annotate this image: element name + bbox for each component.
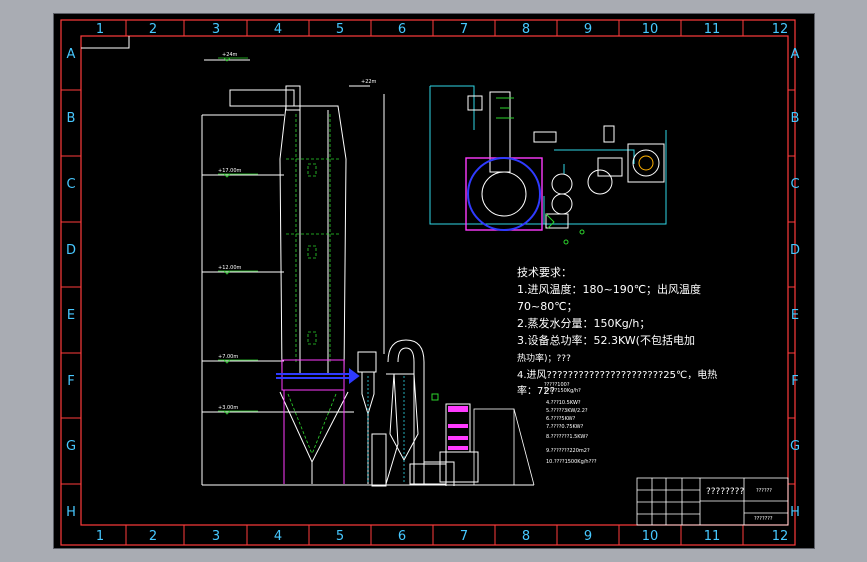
row-label-left-B: B — [67, 111, 76, 126]
tech-note-line-16: 10.????1500Kg/h??? — [546, 459, 597, 465]
row-label-left-G: G — [66, 439, 76, 454]
tech-note-line-15: 9.???????220m2? — [546, 448, 590, 454]
col-label-top-11: 11 — [704, 22, 721, 37]
col-label-bottom-2: 2 — [149, 529, 157, 544]
row-label-right-C: C — [790, 177, 799, 192]
col-label-bottom-8: 8 — [522, 529, 530, 544]
row-label-left-H: H — [66, 505, 76, 520]
col-label-bottom-12: 12 — [772, 529, 789, 544]
elevation-label-7m: +7.00m — [218, 354, 238, 360]
col-label-bottom-10: 10 — [642, 529, 659, 544]
col-label-bottom-6: 6 — [398, 529, 406, 544]
row-label-right-A: A — [791, 47, 800, 62]
tech-note-line-11: 5.?????3KW/2.2? — [546, 408, 588, 414]
grid-ticks — [61, 20, 795, 545]
row-label-left-A: A — [67, 47, 76, 62]
col-label-top-2: 2 — [149, 22, 157, 37]
elevation-label-3m: +3.00m — [218, 405, 238, 411]
col-label-top-4: 4 — [274, 22, 282, 37]
col-label-bottom-11: 11 — [704, 529, 721, 544]
col-label-top-9: 9 — [584, 22, 592, 37]
title-block — [636, 477, 789, 526]
col-label-bottom-7: 7 — [460, 529, 468, 544]
drawing-canvas: 1 2 3 4 5 6 7 8 9 10 11 12 1 2 3 4 5 6 7… — [60, 19, 800, 546]
drying-tower-elevation: +24m +22m +17.00m +12.00m +7.00m +3.00m — [201, 52, 534, 486]
col-label-top-10: 10 — [642, 22, 659, 37]
row-label-left-F: F — [67, 374, 74, 389]
row-label-right-F: F — [791, 374, 798, 389]
row-label-left-C: C — [66, 177, 75, 192]
plan-view — [429, 85, 667, 245]
tech-note-line-9: ?????150Kg/h? — [544, 388, 581, 394]
tech-note-line-14: 8.???????1.5KW? — [546, 434, 588, 440]
col-label-top-1: 1 — [96, 22, 104, 37]
col-label-top-12: 12 — [772, 22, 789, 37]
hot-air-duct — [276, 368, 360, 384]
tech-note-line-12: 6.????5KW? — [546, 416, 576, 422]
drawing-frame — [60, 19, 796, 546]
tech-note-line-6: 4.进风??????????????????????25℃，电热 — [517, 368, 717, 381]
tech-notes-heading: 技术要求： — [517, 266, 572, 279]
cyclone-separators — [357, 339, 455, 487]
tower-internal — [286, 114, 340, 455]
revision-tab — [81, 36, 130, 49]
tech-note-line-10: 4.???10.5KW? — [546, 400, 581, 406]
grid-column-labels: 1 2 3 4 5 6 7 8 9 10 11 12 1 2 3 4 5 6 7… — [96, 22, 788, 544]
row-label-left-E: E — [67, 308, 75, 323]
cad-viewport[interactable]: 1 2 3 4 5 6 7 8 9 10 11 12 1 2 3 4 5 6 7… — [54, 14, 814, 548]
grid-row-labels: A B C D E F G H A B C D E F G H — [66, 47, 800, 520]
technical-notes: 技术要求： 1.进风温度：180~190℃；出风温度 70~80℃； 2.蒸发水… — [517, 266, 717, 465]
col-label-bottom-5: 5 — [336, 529, 344, 544]
elevation-label-22m: +22m — [361, 79, 377, 85]
title-block-drawing-no: ?????? — [756, 488, 772, 494]
row-label-right-H: H — [790, 505, 800, 520]
plan-equipment — [467, 91, 665, 183]
col-label-bottom-4: 4 — [274, 529, 282, 544]
wet-scrubber — [431, 393, 535, 486]
col-label-top-3: 3 — [212, 22, 220, 37]
elevation-label-12m: +12.00m — [218, 265, 242, 271]
col-label-bottom-3: 3 — [212, 529, 220, 544]
elevation-label-17m: +17.00m — [218, 168, 242, 174]
tech-note-line-8: ?????100? — [544, 382, 570, 388]
spray-tower — [229, 85, 349, 484]
title-block-scale: ??????? — [754, 516, 773, 522]
tech-note-line-7: 率：72? — [517, 384, 555, 397]
title-block-title: ???????? — [706, 487, 744, 497]
row-label-right-G: G — [790, 439, 800, 454]
tech-note-line-4: 3.设备总功率：52.3KW(不包括电加 — [517, 333, 695, 347]
tech-note-line-3: 2.蒸发水分量：150Kg/h； — [517, 316, 650, 330]
col-label-top-6: 6 — [398, 22, 406, 37]
col-label-bottom-1: 1 — [96, 529, 104, 544]
col-label-bottom-9: 9 — [584, 529, 592, 544]
tech-note-line-2: 70~80℃； — [517, 300, 578, 313]
col-label-top-7: 7 — [460, 22, 468, 37]
row-label-right-B: B — [791, 111, 800, 126]
plan-tower-circle — [467, 157, 541, 231]
tech-note-line-5: 热功率)；??? — [517, 352, 571, 364]
tech-note-line-1: 1.进风温度：180~190℃；出风温度 — [517, 282, 701, 296]
elevation-label-24m: +24m — [222, 52, 238, 58]
row-label-left-D: D — [66, 243, 76, 258]
elevation-marks: +24m +22m +17.00m +12.00m +7.00m +3.00m — [218, 52, 377, 415]
row-label-right-E: E — [791, 308, 799, 323]
col-label-top-8: 8 — [522, 22, 530, 37]
tech-note-line-13: 7.????0.75KW? — [546, 424, 584, 430]
col-label-top-5: 5 — [336, 22, 344, 37]
row-label-right-D: D — [790, 243, 800, 258]
